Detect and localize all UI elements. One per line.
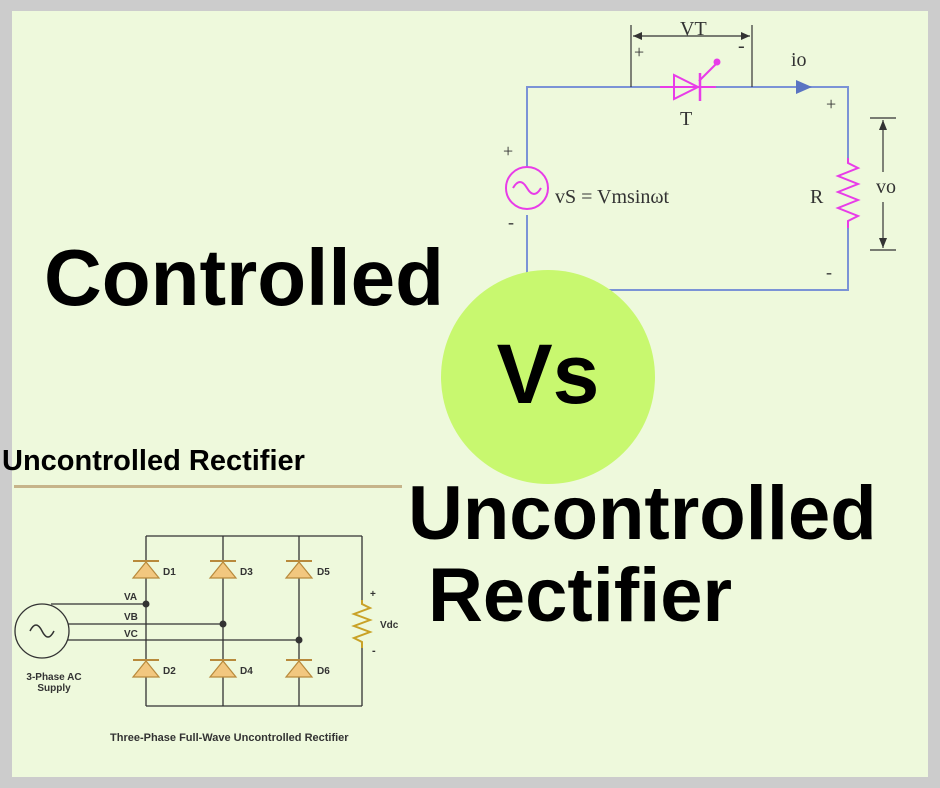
diode-d2-icon (131, 659, 161, 678)
vt-arrow-right (741, 32, 750, 40)
thyristor-label: T (680, 108, 692, 130)
output-minus-sign: - (826, 262, 832, 282)
diode-label-d1: D1 (163, 567, 176, 578)
load-label: Vdc (380, 620, 399, 631)
supply-label-line2: Supply (37, 683, 71, 694)
source-plus-sign: + (503, 141, 513, 161)
vt-minus-sign: - (738, 35, 745, 57)
diode-label-d6: D6 (317, 666, 330, 677)
diode-d5-icon (284, 560, 314, 579)
supply-label-line1: 3-Phase AC (26, 672, 82, 683)
vs-text: Vs (496, 327, 600, 421)
load-resistor-icon (351, 600, 373, 648)
current-arrow (796, 80, 812, 94)
rectifier-heading: Rectifier (428, 553, 733, 638)
uncontrolled-subtitle: Uncontrolled Rectifier (2, 445, 305, 477)
source-minus-sign: - (508, 212, 514, 232)
controlled-heading: Controlled (44, 233, 444, 322)
thyristor-gate (698, 63, 717, 82)
vo-arrow-down (879, 238, 887, 248)
phase-label-c: VC (124, 629, 138, 640)
diode-label-d3: D3 (240, 567, 253, 578)
diode-label-d4: D4 (240, 666, 253, 677)
diode-label-d2: D2 (163, 666, 176, 677)
thyristor-icon (673, 73, 701, 101)
uncontrolled-heading: Uncontrolled (408, 471, 877, 556)
vt-arrow-left (633, 32, 642, 40)
vs-badge: Vs (441, 270, 655, 484)
junction-b (219, 620, 227, 628)
output-plus-sign: + (826, 94, 836, 114)
junction-c (295, 636, 303, 644)
source-equation: vS = Vmsinωt (555, 186, 670, 208)
subtitle-underline (14, 485, 402, 488)
io-label: io (791, 49, 807, 71)
phase-label-b: VB (124, 612, 138, 623)
vt-plus-sign: + (634, 42, 644, 62)
load-plus-sign: + (370, 589, 376, 600)
diode-d3-icon (208, 560, 238, 579)
output-voltage-label: vo (876, 176, 896, 198)
diode-d1-icon (131, 560, 161, 579)
diode-d4-icon (208, 659, 238, 678)
diode-d6-icon (284, 659, 314, 678)
phase-label-a: VA (124, 592, 137, 603)
gate-terminal (713, 58, 721, 66)
sine-icon (512, 181, 542, 195)
supply-label: 3-Phase AC Supply (18, 672, 90, 694)
vo-arrow-up (879, 120, 887, 130)
junction-a (142, 600, 150, 608)
resistor-label: R (810, 186, 824, 208)
diagram-caption: Three-Phase Full-Wave Uncontrolled Recti… (110, 732, 349, 744)
resistor-icon (835, 158, 861, 228)
sine-icon (29, 624, 55, 638)
vt-label: VT (680, 18, 707, 40)
load-minus-sign: - (372, 645, 376, 657)
diode-label-d5: D5 (317, 567, 330, 578)
